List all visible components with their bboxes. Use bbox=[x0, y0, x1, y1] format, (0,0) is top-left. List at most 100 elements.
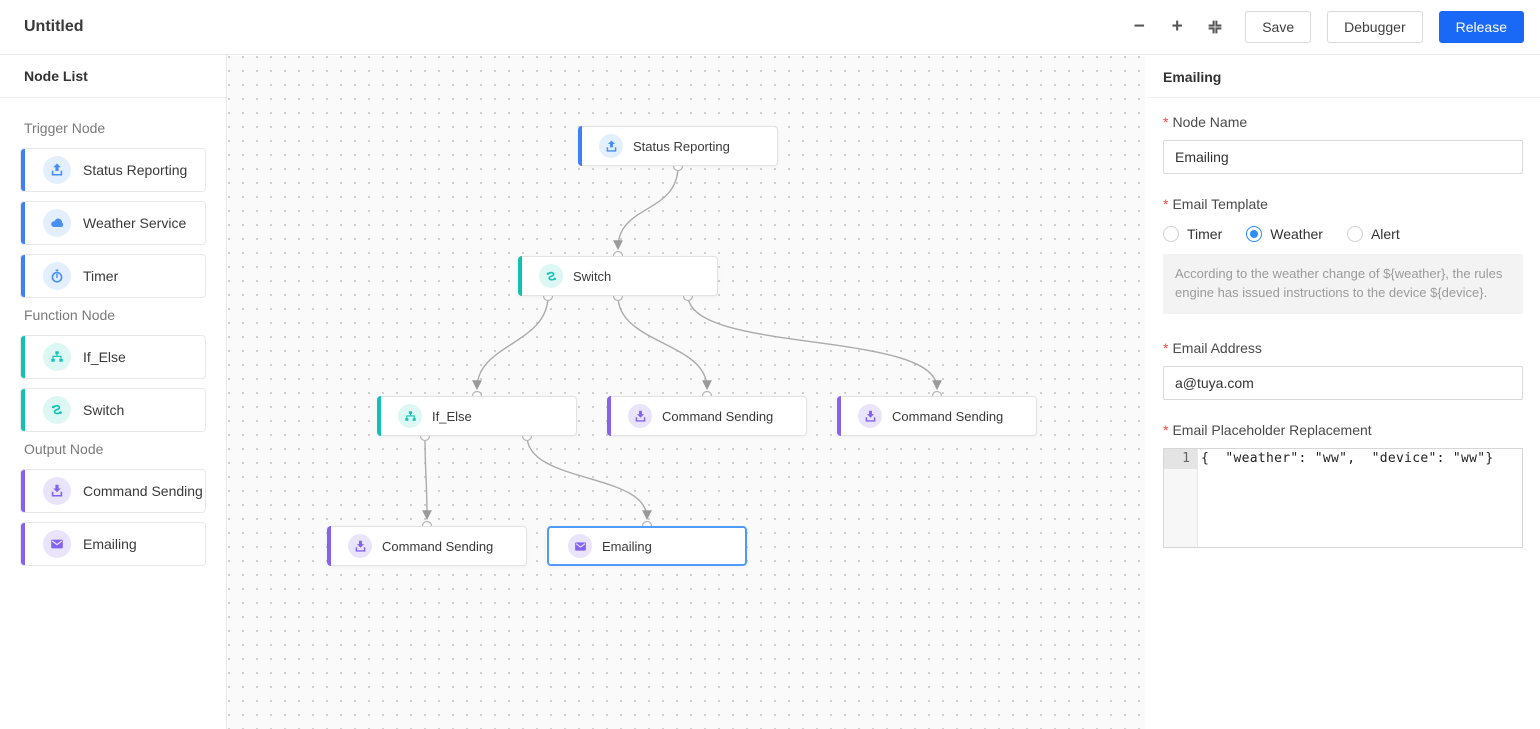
radio-circle-icon bbox=[1346, 226, 1363, 242]
canvas-node-status-reporting[interactable]: Status Reporting bbox=[578, 126, 778, 166]
status-reporting-icon bbox=[599, 134, 623, 158]
radio-weather[interactable]: Weather bbox=[1246, 226, 1323, 242]
fit-view-button[interactable] bbox=[1201, 13, 1229, 41]
canvas-node-if-else[interactable]: If_Else bbox=[377, 396, 577, 436]
code-editor-gutter: 1 bbox=[1164, 448, 1198, 547]
node-label: Switch bbox=[573, 268, 612, 284]
save-button[interactable]: Save bbox=[1245, 11, 1312, 43]
canvas-node-command-sending-bottom[interactable]: Command Sending bbox=[327, 526, 527, 566]
if-else-icon bbox=[43, 343, 71, 371]
accent-bar bbox=[21, 523, 25, 565]
edge-switch-to-command-mid bbox=[617, 295, 712, 391]
sidebar-item-timer[interactable]: Timer bbox=[20, 254, 206, 298]
flow-title: Untitled bbox=[24, 18, 84, 35]
command-sending-icon bbox=[628, 404, 652, 428]
placeholder-replacement-label: Email Placeholder Replacement bbox=[1172, 421, 1372, 438]
section-label-trigger-node: Trigger Node bbox=[24, 120, 106, 136]
radio-label: Alert bbox=[1370, 226, 1400, 242]
accent-bar bbox=[21, 202, 25, 244]
radio-timer[interactable]: Timer bbox=[1163, 226, 1222, 242]
canvas-node-command-sending-mid[interactable]: Command Sending bbox=[607, 396, 807, 436]
accent-bar bbox=[21, 470, 25, 512]
sidebar-item-command-sending[interactable]: Command Sending bbox=[20, 469, 206, 513]
placeholder-replacement-field-group: *Email Placeholder Replacement 1 { "weat… bbox=[1163, 422, 1523, 548]
toolbar-actions: − + Save Debugger Release bbox=[1125, 11, 1524, 43]
emailing-icon bbox=[43, 530, 71, 558]
node-list-header: Node List bbox=[0, 55, 226, 98]
release-button[interactable]: Release bbox=[1438, 11, 1524, 43]
email-address-input[interactable] bbox=[1163, 365, 1523, 400]
timer-icon bbox=[43, 262, 71, 290]
node-label: Status Reporting bbox=[633, 138, 730, 154]
node-label: If_Else bbox=[432, 408, 472, 424]
command-sending-icon bbox=[43, 477, 71, 505]
sidebar-item-emailing[interactable]: Emailing bbox=[20, 522, 206, 566]
node-label: Command Sending bbox=[382, 538, 494, 554]
accent-bar bbox=[518, 256, 522, 296]
accent-bar bbox=[578, 126, 582, 166]
canvas-node-switch[interactable]: Switch bbox=[518, 256, 718, 296]
node-label: Emailing bbox=[602, 538, 652, 554]
radio-label: Weather bbox=[1270, 226, 1323, 242]
node-name-field-group: *Node Name bbox=[1163, 114, 1523, 174]
required-asterisk: * bbox=[1163, 421, 1169, 438]
accent-bar bbox=[837, 396, 841, 436]
top-toolbar: Untitled − + Save Debugger Release bbox=[0, 0, 1540, 55]
switch-icon bbox=[43, 396, 71, 424]
edge-switch-to-ifelse bbox=[472, 295, 549, 391]
status-reporting-icon bbox=[43, 156, 71, 184]
node-name-input[interactable] bbox=[1163, 140, 1523, 174]
section-label-function-node: Function Node bbox=[24, 307, 116, 323]
debugger-button[interactable]: Debugger bbox=[1327, 11, 1423, 43]
command-sending-icon bbox=[348, 534, 372, 558]
email-template-radio-group: Timer Weather Alert bbox=[1163, 226, 1523, 242]
flow-canvas[interactable]: Status Reporting Switch If_Else Command … bbox=[228, 56, 1145, 729]
node-label: Command Sending bbox=[662, 408, 774, 424]
accent-bar bbox=[607, 396, 611, 436]
radio-circle-icon bbox=[1163, 226, 1179, 242]
fit-view-icon bbox=[1208, 20, 1222, 34]
node-config-panel: Emailing *Node Name *Email Template Time… bbox=[1146, 56, 1540, 729]
accent-bar bbox=[327, 526, 331, 566]
accent-bar bbox=[21, 149, 25, 191]
required-asterisk: * bbox=[1163, 196, 1169, 212]
panel-title: Emailing bbox=[1146, 56, 1540, 98]
if-else-icon bbox=[398, 404, 422, 428]
template-description: According to the weather change of ${wea… bbox=[1163, 254, 1523, 314]
sidebar-item-label: If_Else bbox=[83, 349, 126, 365]
canvas-node-command-sending-right[interactable]: Command Sending bbox=[837, 396, 1037, 436]
sidebar-item-label: Weather Service bbox=[83, 215, 187, 231]
sidebar-item-label: Command Sending bbox=[83, 483, 203, 499]
accent-bar bbox=[21, 336, 25, 378]
email-address-field-group: *Email Address bbox=[1163, 340, 1523, 400]
code-editor-content[interactable]: { "weather": "ww", "device": "ww"} bbox=[1198, 449, 1522, 547]
weather-icon bbox=[43, 209, 71, 237]
sidebar-item-switch[interactable]: Switch bbox=[20, 388, 206, 432]
radio-circle-icon bbox=[1246, 226, 1263, 242]
radio-alert[interactable]: Alert bbox=[1346, 226, 1400, 242]
canvas-node-emailing[interactable]: Emailing bbox=[547, 526, 747, 566]
sidebar-item-label: Timer bbox=[83, 268, 119, 284]
sidebar-item-label: Status Reporting bbox=[83, 162, 188, 178]
email-template-label: Email Template bbox=[1172, 196, 1268, 212]
edge-ifelse-to-emailing bbox=[526, 435, 652, 521]
email-address-label: Email Address bbox=[1172, 339, 1262, 356]
section-label-output-node: Output Node bbox=[24, 441, 104, 457]
zoom-out-button[interactable]: − bbox=[1133, 16, 1145, 37]
sidebar-item-label: Switch bbox=[83, 402, 125, 418]
node-name-label: Node Name bbox=[1172, 114, 1248, 130]
code-line: { "weather": "ww", "device": "ww"} bbox=[1201, 450, 1494, 466]
sidebar-item-label: Emailing bbox=[83, 536, 137, 552]
switch-icon bbox=[539, 264, 563, 288]
accent-bar bbox=[21, 255, 25, 297]
zoom-in-button[interactable]: + bbox=[1171, 16, 1183, 37]
sidebar-item-status-reporting[interactable]: Status Reporting bbox=[20, 148, 206, 192]
edge-status-to-switch bbox=[613, 165, 679, 251]
required-asterisk: * bbox=[1163, 339, 1169, 356]
sidebar-item-weather-service[interactable]: Weather Service bbox=[20, 201, 206, 245]
sidebar-item-if-else[interactable]: If_Else bbox=[20, 335, 206, 379]
email-template-field-group: *Email Template Timer Weather Alert Acco… bbox=[1163, 196, 1523, 314]
radio-label: Timer bbox=[1187, 226, 1223, 242]
code-editor[interactable]: 1 { "weather": "ww", "device": "ww"} bbox=[1163, 447, 1523, 548]
edge-switch-to-command-right bbox=[687, 295, 942, 391]
